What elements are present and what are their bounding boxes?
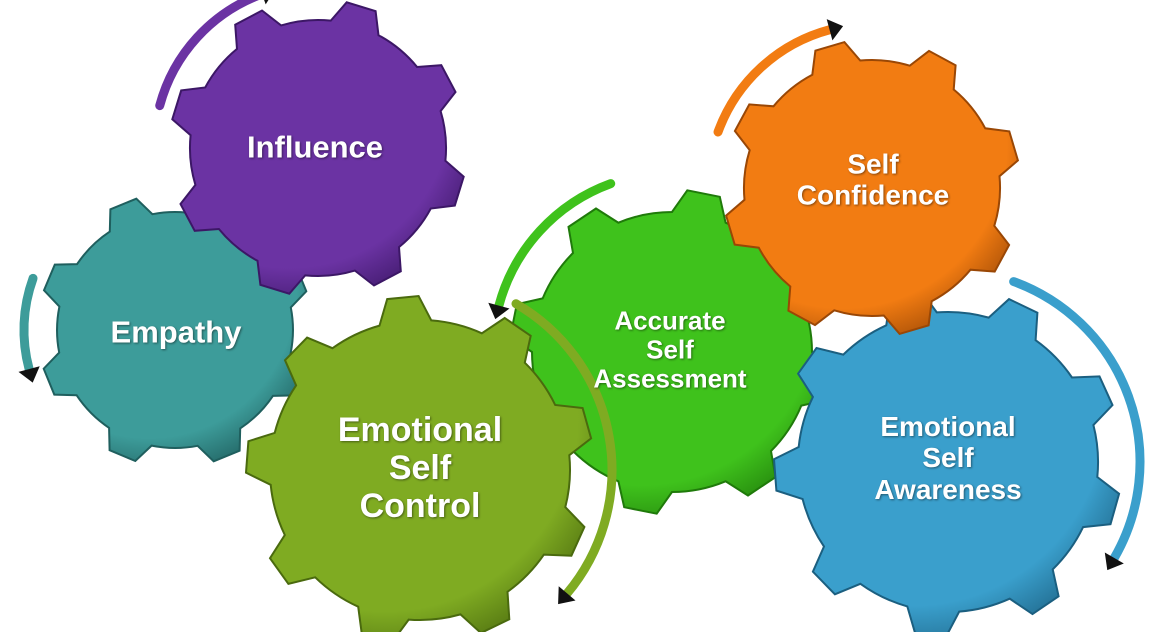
rotation-arrow-empathy xyxy=(19,273,38,374)
arrowhead-icon xyxy=(826,19,844,41)
arrowhead-icon xyxy=(488,302,510,320)
label-line: Awareness xyxy=(874,473,1022,505)
gear-awareness xyxy=(772,277,1145,632)
gear-label-empathy: Empathy xyxy=(110,314,242,350)
arrowhead-icon xyxy=(1104,552,1124,571)
label-line: Self xyxy=(646,334,694,365)
label-line: Accurate xyxy=(614,305,726,336)
arrowhead-icon xyxy=(264,0,269,5)
label-line: Confidence xyxy=(796,180,950,211)
arrowhead-icon xyxy=(18,366,40,383)
gear-control xyxy=(244,294,617,632)
label-line: Self xyxy=(922,442,974,474)
label-line: Control xyxy=(359,487,481,526)
gear-shape xyxy=(244,294,593,632)
gear-label-emotional-self-awareness: Emotional Self Awareness xyxy=(874,411,1021,505)
label-line: Self xyxy=(388,448,452,487)
gear-shape xyxy=(772,289,1121,632)
rotation-arrow-control xyxy=(511,299,617,598)
gear-label-emotional-self-control: Emotional Self Control xyxy=(338,411,502,525)
arrowhead-icon xyxy=(558,586,576,605)
gear-shape xyxy=(171,1,465,295)
gear-shape xyxy=(724,40,1020,336)
rotation-arrow-influence xyxy=(155,0,260,111)
rotation-arrow-confidence xyxy=(713,25,835,137)
gear-influence xyxy=(155,0,465,295)
label-line: Emotional xyxy=(880,410,1016,442)
rotation-arrow-accurate xyxy=(494,179,616,311)
gear-confidence xyxy=(713,19,1020,336)
rotation-arrow-awareness xyxy=(1009,277,1145,563)
gear-label-influence: Influence xyxy=(246,129,384,165)
label-line: Self xyxy=(847,148,899,180)
label-line: Emotional xyxy=(337,410,503,449)
gear-accurate xyxy=(488,179,835,515)
gear-label-accurate-self-assessment: Accurate Self Assessment xyxy=(593,306,746,393)
gear-label-self-confidence: Self Confidence xyxy=(797,149,949,212)
label-line: Assessment xyxy=(593,363,747,394)
